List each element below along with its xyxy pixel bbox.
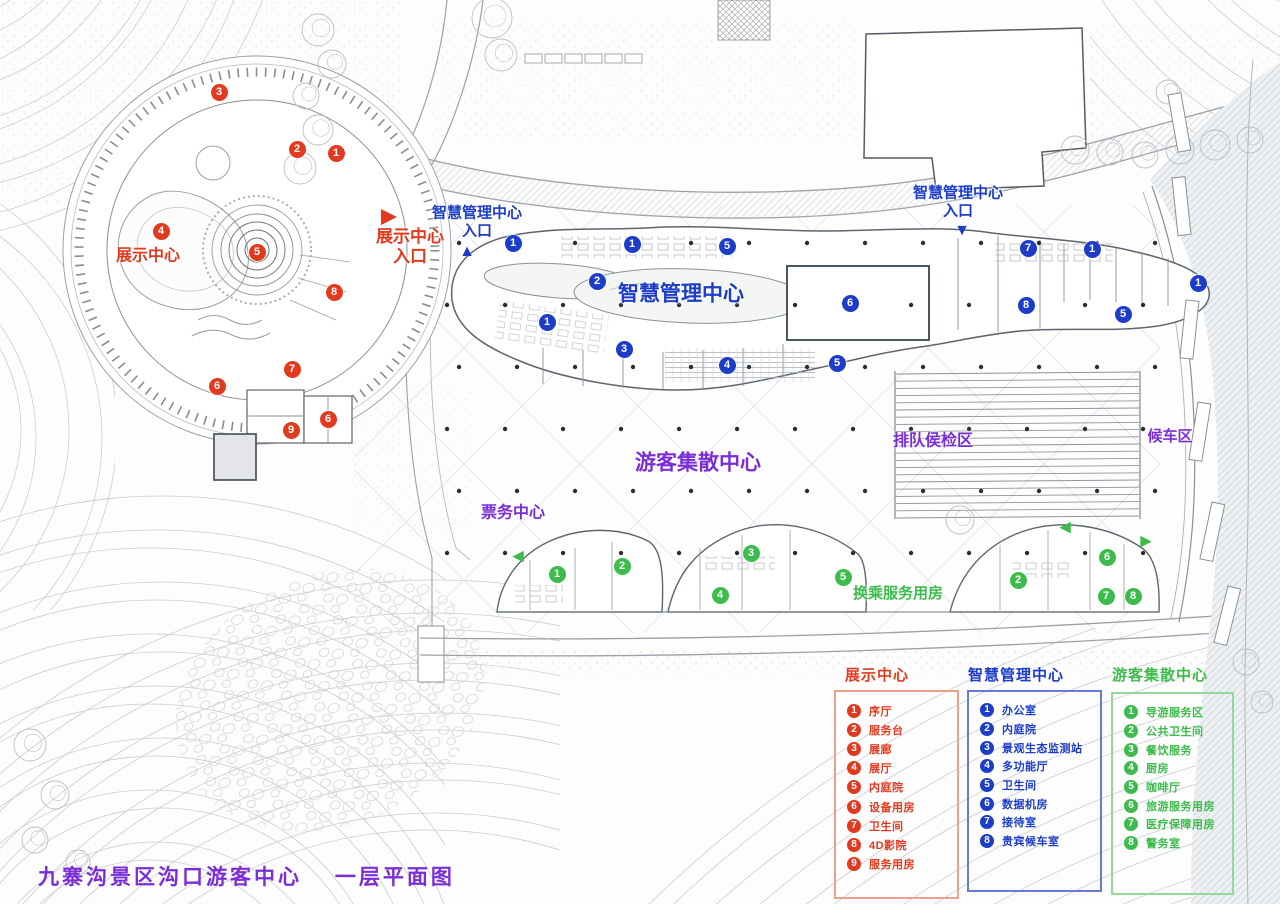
page-title: 九寨沟景区沟口游客中心 一层平面图 bbox=[38, 866, 455, 889]
